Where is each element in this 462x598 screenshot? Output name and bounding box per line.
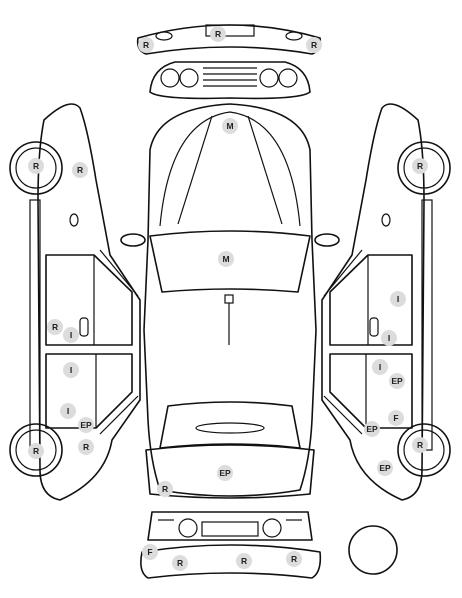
- marker-hood[interactable]: M: [222, 118, 238, 134]
- svg-text:R: R: [52, 322, 58, 332]
- marker-trunk[interactable]: EP: [217, 465, 233, 481]
- svg-text:R: R: [417, 440, 423, 450]
- svg-text:I: I: [70, 330, 72, 340]
- marker-right-rear-door[interactable]: I: [390, 291, 406, 307]
- svg-text:I: I: [70, 365, 72, 375]
- marker-right-front-lower-ep[interactable]: EP: [377, 460, 393, 476]
- svg-text:F: F: [147, 547, 152, 557]
- marker-right-front-door-i[interactable]: I: [372, 359, 388, 375]
- svg-text:R: R: [143, 40, 149, 50]
- marker-rear-bumper-center[interactable]: R: [210, 26, 226, 42]
- marker-roof[interactable]: M: [218, 251, 234, 267]
- marker-rear-bumper-right[interactable]: R: [306, 37, 322, 53]
- marker-front-bumper-r3[interactable]: R: [286, 551, 302, 567]
- svg-text:R: R: [291, 554, 297, 564]
- marker-right-rear-wheel[interactable]: R: [412, 158, 428, 174]
- svg-text:R: R: [417, 161, 423, 171]
- svg-text:I: I: [67, 406, 69, 416]
- marker-left-rear-wheel[interactable]: R: [28, 158, 44, 174]
- svg-text:R: R: [241, 556, 247, 566]
- svg-text:R: R: [33, 446, 39, 456]
- svg-text:EP: EP: [391, 376, 403, 386]
- svg-text:EP: EP: [379, 463, 391, 473]
- marker-left-front-fender-r[interactable]: R: [78, 439, 94, 455]
- svg-text:EP: EP: [366, 424, 378, 434]
- svg-text:R: R: [177, 558, 183, 568]
- marker-left-front-door[interactable]: I: [63, 362, 79, 378]
- svg-text:EP: EP: [219, 468, 231, 478]
- car-top-view: [120, 103, 340, 499]
- car-rear: [149, 61, 311, 100]
- marker-left-front-fender-ep[interactable]: EP: [78, 417, 94, 433]
- spare-wheel: [348, 525, 398, 575]
- marker-front-bumper-f[interactable]: F: [142, 544, 158, 560]
- svg-text:R: R: [311, 40, 317, 50]
- svg-text:R: R: [215, 29, 221, 39]
- marker-front-bumper-r1[interactable]: R: [172, 555, 188, 571]
- marker-rear-bumper-left[interactable]: R: [138, 37, 154, 53]
- svg-text:M: M: [222, 254, 229, 264]
- svg-text:R: R: [33, 161, 39, 171]
- svg-text:R: R: [77, 165, 83, 175]
- marker-left-rear-quarter[interactable]: R: [72, 162, 88, 178]
- svg-text:I: I: [388, 333, 390, 343]
- damage-markers: R R R M M R R R I I I EP R R EP R R I I …: [28, 26, 428, 571]
- svg-text:I: I: [397, 294, 399, 304]
- rear-bumper: [136, 24, 322, 55]
- svg-text:R: R: [162, 484, 168, 494]
- front-bumper: [140, 511, 322, 579]
- right-side-view: [321, 103, 451, 501]
- marker-right-front-fender-f[interactable]: F: [388, 410, 404, 426]
- marker-right-front-fender-ep[interactable]: EP: [364, 421, 380, 437]
- svg-text:I: I: [379, 362, 381, 372]
- svg-text:F: F: [393, 413, 398, 423]
- marker-left-front-wheel[interactable]: R: [28, 443, 44, 459]
- marker-left-rear-door-handle[interactable]: I: [63, 327, 79, 343]
- marker-left-front-door-lower[interactable]: I: [60, 403, 76, 419]
- marker-left-rear-door-lower[interactable]: R: [47, 319, 63, 335]
- marker-right-rear-door-handle[interactable]: I: [381, 330, 397, 346]
- svg-text:EP: EP: [80, 420, 92, 430]
- marker-right-front-door-ep[interactable]: EP: [389, 373, 405, 389]
- marker-front-bumper-r2[interactable]: R: [236, 553, 252, 569]
- svg-text:R: R: [83, 442, 89, 452]
- marker-front-left-corner[interactable]: R: [157, 481, 173, 497]
- svg-text:M: M: [226, 121, 233, 131]
- marker-right-front-wheel[interactable]: R: [412, 437, 428, 453]
